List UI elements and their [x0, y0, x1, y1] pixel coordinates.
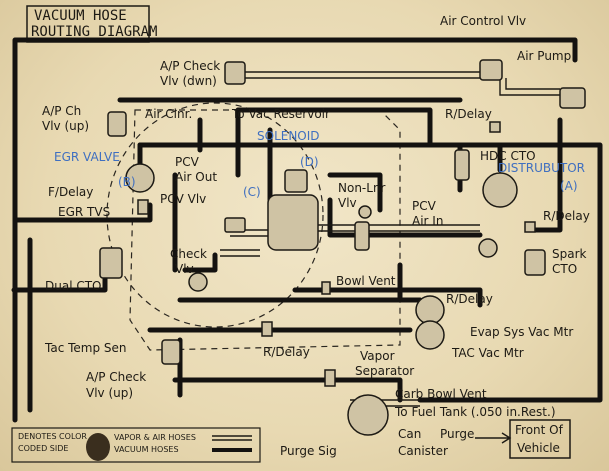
hdc-cto	[454, 149, 470, 181]
egr-valve	[125, 163, 155, 193]
label-non-lnr-1: Non-Lnr	[338, 181, 386, 195]
label-spark-cto-1: Spark	[552, 247, 587, 261]
label-b-tag: (B)	[118, 175, 136, 189]
label-r-delay-low: R/Delay	[263, 345, 310, 359]
m-connector	[358, 205, 372, 219]
label-to-fuel-tank: To Fuel Tank (.050 in.Rest.)	[394, 405, 556, 419]
label-to-vac-reservoir: To Vac Reservoir	[231, 107, 330, 121]
label-air-control-valve: Air Control Vlv	[440, 14, 526, 28]
label-check-vlv-1: Check	[170, 247, 207, 261]
label-tac-vac-mtr: TAC Vac Mtr	[451, 346, 524, 360]
label-pcv-air-out-2: Air Out	[175, 170, 217, 184]
label-ap-ch-up-2: Vlv (up)	[42, 119, 89, 133]
label-purge: Purge	[440, 427, 474, 441]
label-vapor-sep-2: Separator	[355, 364, 414, 378]
label-r-delay-mid: R/Delay	[446, 292, 493, 306]
carburetor	[267, 194, 319, 251]
label-distributor: DISTRUBUTOR	[498, 161, 585, 175]
spark-cto	[524, 249, 546, 276]
r-delay-top-valve	[489, 121, 501, 133]
evap-vac-motor	[415, 295, 445, 325]
label-tac-temp-sen: Tac Temp Sen	[44, 341, 127, 355]
vapor-separator	[324, 369, 336, 387]
r-delay-right-valve	[524, 221, 536, 233]
label-ap-ch-up-1: A/P Ch	[42, 104, 81, 118]
label-bowl-vent: Bowl Vent	[336, 274, 396, 288]
distributor	[482, 172, 518, 208]
label-c-tag: (C)	[243, 185, 261, 199]
legend: DENOTES COLOR CODED SIDE VAPOR & AIR HOS…	[11, 427, 261, 463]
label-evap-sys: Evap Sys Vac Mtr	[470, 325, 573, 339]
label-r-delay-top: R/Delay	[445, 107, 492, 121]
ap-check-valve-up-bottom	[161, 339, 181, 365]
air-control-valve	[479, 59, 503, 81]
non-linear-valve	[354, 221, 370, 251]
label-front-of-2: Vehicle	[517, 441, 560, 455]
labels: Air Control Vlv Air Pump A/P Check Vlv (…	[42, 14, 590, 458]
legend-denotes-1: DENOTES COLOR	[18, 432, 87, 441]
label-ap-check-up-1: A/P Check	[86, 370, 146, 384]
label-canister: Canister	[398, 444, 448, 458]
title-line-1: VACUUM HOSE	[34, 8, 127, 24]
canister	[347, 394, 389, 436]
label-non-lnr-2: Vlv	[338, 196, 357, 210]
solenoid	[284, 169, 308, 193]
label-ap-check-dwn-2: Vlv (dwn)	[160, 74, 217, 88]
label-can: Can	[398, 427, 421, 441]
label-pcv-air-in-2: Air In	[412, 214, 443, 228]
air-pump	[559, 87, 586, 109]
label-carb-bowl-vent: Carb Bowl Vent	[395, 387, 487, 401]
front-arrow	[475, 432, 512, 444]
label-r-delay-right: R/Delay	[543, 209, 590, 223]
legend-vacuum: VACUUM HOSES	[114, 445, 179, 454]
label-distributor-a: (A)	[560, 179, 578, 193]
check-valve	[188, 272, 208, 292]
label-front-of-1: Front Of	[515, 423, 564, 437]
label-pcv-vlv: PCV Vlv	[160, 192, 206, 206]
label-vapor-sep-1: Vapor	[360, 349, 395, 363]
label-hdc-cto: HDC CTO	[480, 149, 536, 163]
label-egr-valve: EGR VALVE	[54, 150, 120, 164]
label-solenoid-d: (D)	[300, 155, 319, 169]
color-coded-marker	[86, 433, 110, 461]
label-f-delay: F/Delay	[48, 185, 93, 199]
title-line-2: ROUTING DIAGRAM	[31, 24, 157, 40]
label-check-vlv-2: Vlv	[175, 262, 194, 276]
pcv-valve	[224, 217, 246, 233]
front-of-vehicle-box	[509, 419, 571, 459]
components	[99, 59, 586, 459]
bowl-vent	[321, 281, 331, 295]
label-air-pump: Air Pump	[517, 49, 571, 63]
label-pcv-air-in-1: PCV	[412, 199, 437, 213]
label-egr-tvs: EGR TVS	[58, 205, 110, 219]
ap-check-valve-up-top	[107, 111, 127, 137]
label-solenoid: SOLENOID	[257, 129, 320, 143]
label-spark-cto-2: CTO	[552, 262, 577, 276]
label-ap-check-up-2: Vlv (up)	[86, 386, 133, 400]
label-air-clnr: Air Clnr.	[145, 107, 192, 121]
legend-vapor-air: VAPOR & AIR HOSES	[114, 433, 196, 442]
label-purge-sig: Purge Sig	[280, 444, 337, 458]
label-dual-cto: Dual CTO	[45, 279, 102, 293]
ap-check-valve-down	[224, 61, 246, 85]
dual-cto	[99, 247, 123, 279]
r-delay-low-valve	[261, 321, 273, 337]
egr-tvs	[137, 199, 149, 215]
vacuum-hoses	[11, 37, 603, 423]
pcv-air-in	[478, 238, 498, 258]
legend-denotes-2: CODED SIDE	[18, 444, 68, 453]
tac-vac-motor	[415, 320, 445, 350]
legend-box	[11, 427, 261, 463]
label-pcv-air-out-1: PCV	[175, 155, 200, 169]
label-ap-check-dwn-1: A/P Check	[160, 59, 220, 73]
